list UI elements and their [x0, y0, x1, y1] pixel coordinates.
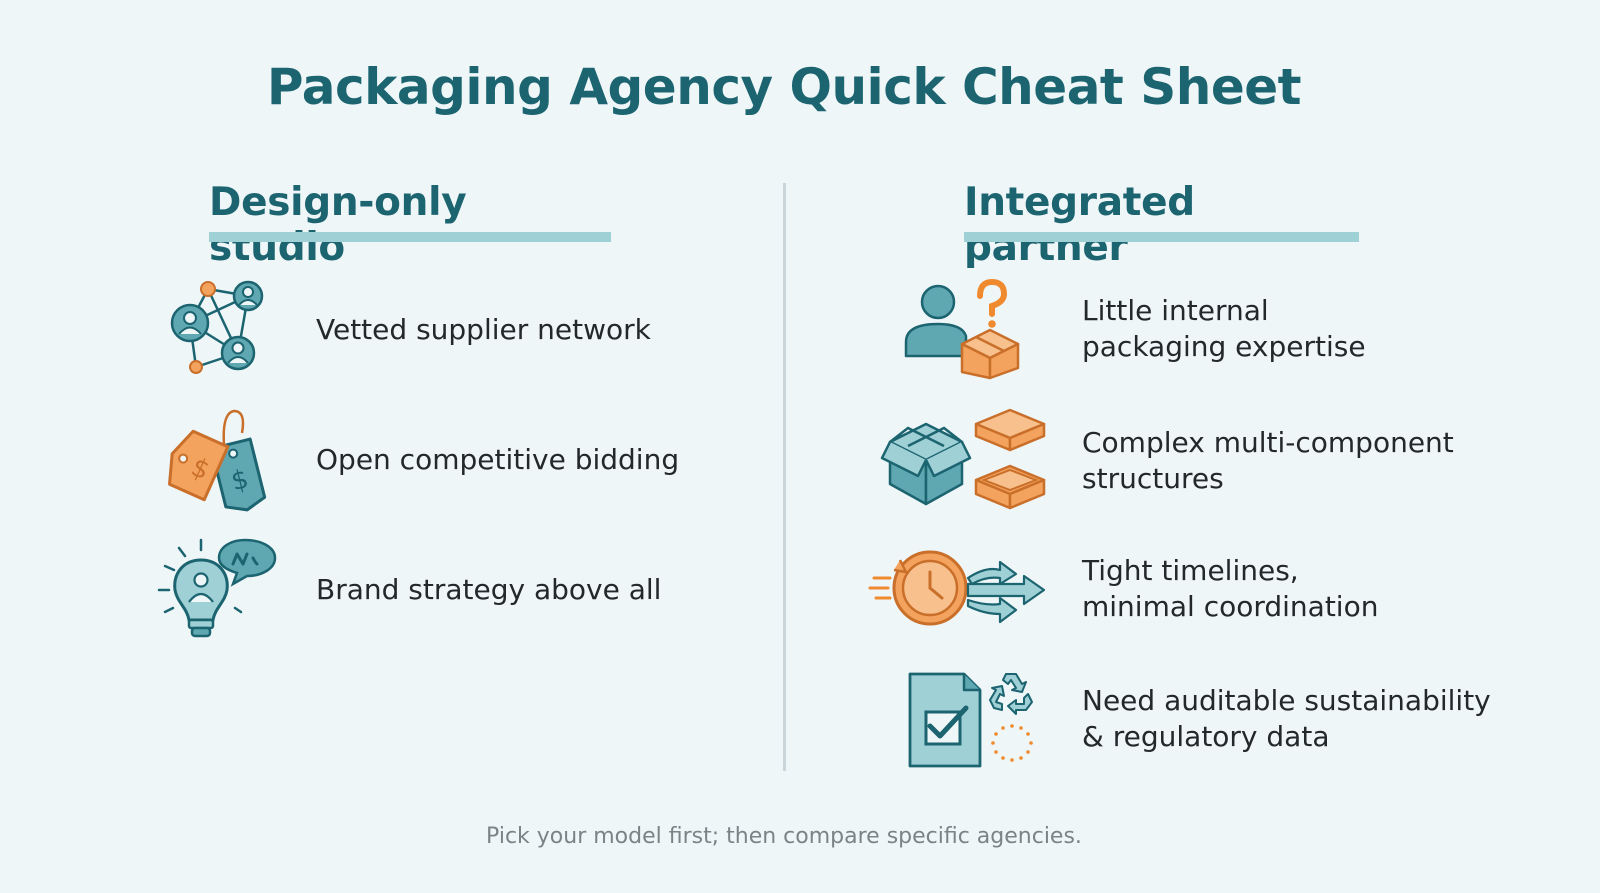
heading-underline — [209, 232, 611, 242]
price-tags-icon: $ $ — [168, 409, 267, 512]
network-icon — [170, 280, 264, 374]
footer-note: Pick your model first; then compare spec… — [486, 824, 1082, 849]
fast-clock-icon — [868, 550, 1046, 626]
right-item-line2: minimal coordination — [1082, 590, 1379, 623]
svg-text:$: $ — [228, 464, 251, 497]
left-item-label: Brand strategy above all — [316, 573, 662, 606]
integrated-partner-heading: Integrated partner — [964, 180, 1359, 270]
lightbulb-idea-icon — [157, 538, 277, 638]
left-item-label: Vetted supplier network — [316, 313, 651, 346]
page-title: Packaging Agency Quick Cheat Sheet — [266, 58, 1302, 116]
right-item-line2: & regulatory data — [1082, 720, 1330, 753]
person-question-box-icon — [904, 278, 1020, 380]
right-item-line1: Need auditable sustainability — [1082, 684, 1491, 717]
integrated-partner-heading-text: Integrated partner — [964, 180, 1195, 270]
design-only-heading: Design-only studio — [209, 180, 611, 270]
left-item-label: Open competitive bidding — [316, 443, 680, 476]
right-item-line1: Little internal — [1082, 294, 1269, 327]
boxes-icon — [880, 408, 1046, 510]
design-only-heading-text: Design-only studio — [209, 180, 467, 270]
right-item-line1: Complex multi-component — [1082, 426, 1454, 459]
column-divider — [783, 183, 786, 771]
heading-underline — [964, 232, 1359, 242]
right-item-line2: packaging expertise — [1082, 330, 1366, 363]
right-item-line1: Tight timelines, — [1082, 554, 1299, 587]
right-item-line2: structures — [1082, 462, 1224, 495]
compliance-document-icon — [908, 672, 1033, 768]
